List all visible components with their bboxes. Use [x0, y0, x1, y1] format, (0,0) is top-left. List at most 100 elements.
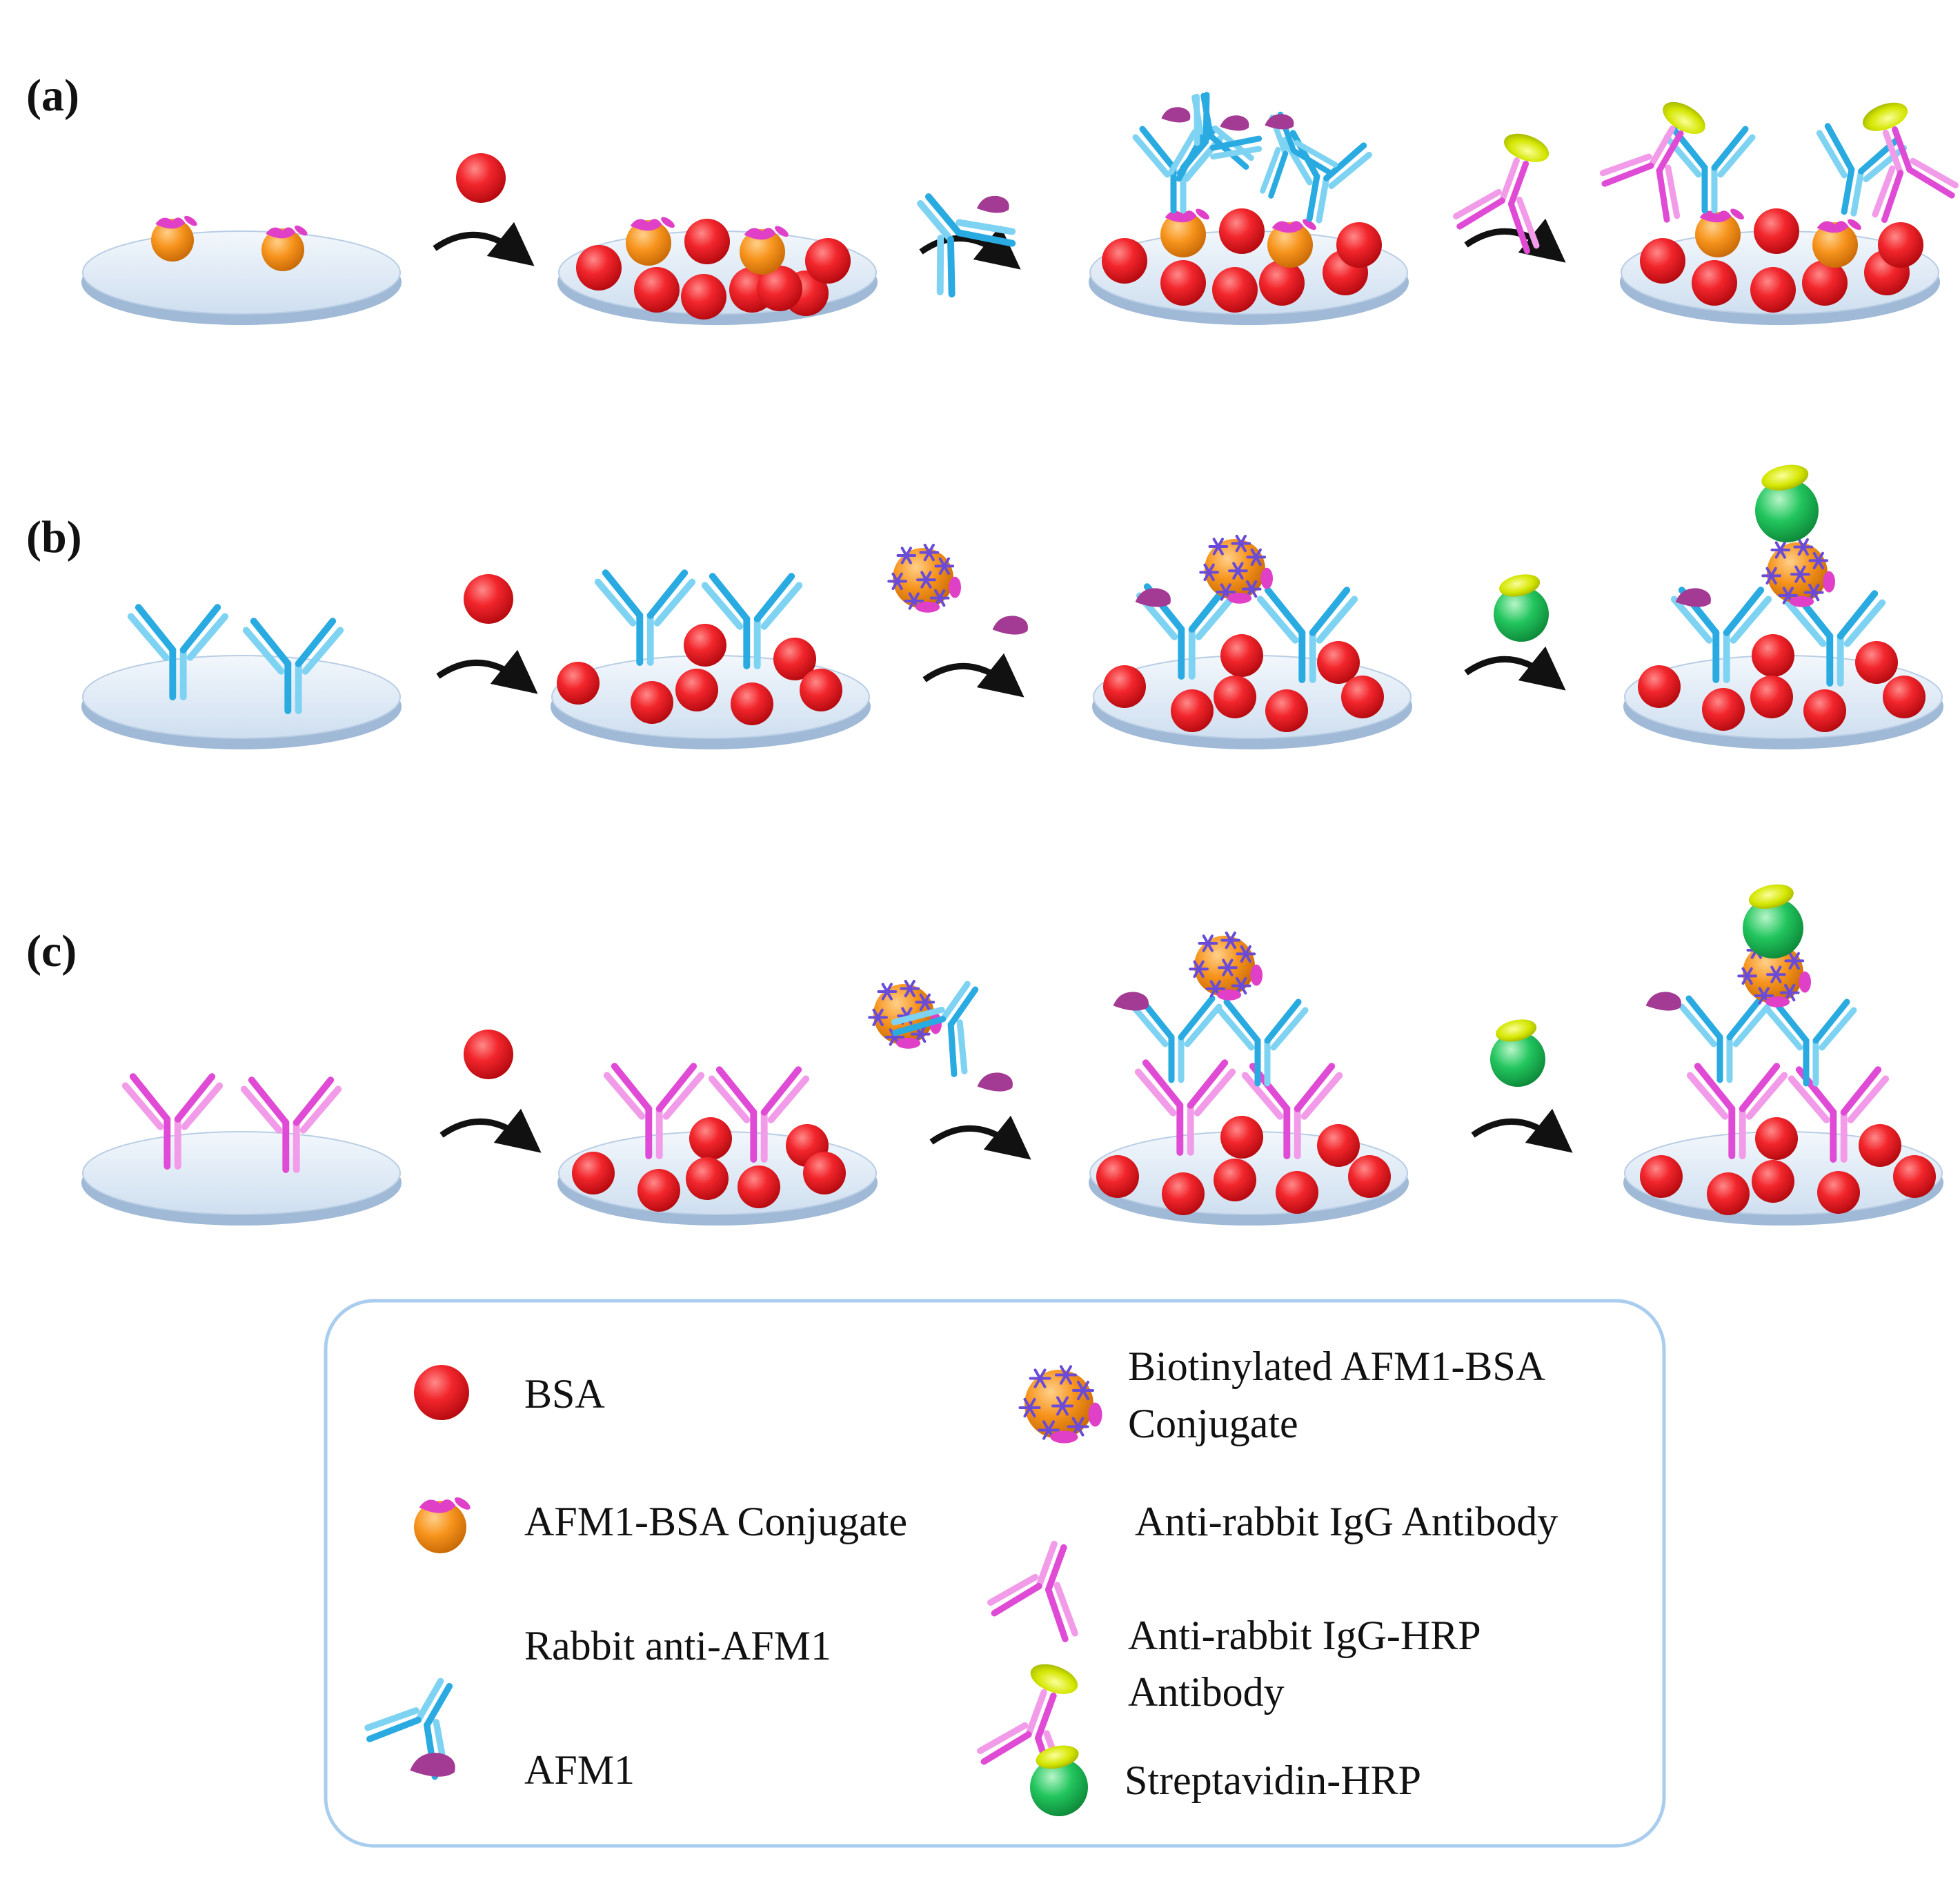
- bsa-sphere: [1220, 1116, 1263, 1159]
- step-arrow: [1464, 218, 1566, 263]
- bsa-sphere: [414, 1365, 469, 1420]
- step-arrow: [922, 653, 1024, 698]
- bsa-sphere: [1707, 1172, 1750, 1215]
- bsa-sphere: [1752, 1160, 1794, 1203]
- afm1-bsa-conjugate: [626, 217, 675, 266]
- plate: [81, 230, 402, 325]
- afm1-bsa-conjugate: [1812, 219, 1861, 268]
- antibody: [127, 604, 229, 700]
- legend-icons: [364, 1365, 1102, 1816]
- bsa-sphere: [1336, 222, 1382, 268]
- step-arrow: [1471, 1108, 1573, 1153]
- bsa-sphere: [738, 1165, 780, 1208]
- biotinylated-conjugate: [1761, 538, 1835, 607]
- antibody: [240, 1076, 342, 1173]
- bsa-sphere: [1817, 1171, 1860, 1214]
- bsa-sphere: [689, 1117, 732, 1160]
- bsa-sphere: [1276, 1171, 1318, 1214]
- panel-label-a: (a): [26, 70, 79, 121]
- biotinylated-conjugate: [868, 979, 942, 1049]
- bsa-sphere: [1162, 1172, 1205, 1215]
- antibody: [987, 1540, 1078, 1642]
- afm1-molecule: [977, 195, 1009, 213]
- bsa-sphere: [1883, 676, 1926, 718]
- bsa-sphere: [684, 219, 730, 264]
- step-arrow: [436, 649, 538, 694]
- antibody: [1788, 1066, 1890, 1163]
- bsa-sphere: [1702, 688, 1745, 731]
- anti-rabbit-igg-hrp-antibody: [1862, 102, 1959, 224]
- afm1-bsa-conjugate: [151, 215, 197, 262]
- bsa-sphere: [572, 1152, 615, 1194]
- bsa-sphere: [1640, 238, 1685, 284]
- antibody: [594, 569, 696, 666]
- antibody: [917, 193, 1016, 298]
- afm1-molecule: [1265, 114, 1294, 130]
- molecules-layer: [121, 92, 1959, 1215]
- bsa-sphere: [1750, 267, 1796, 313]
- legend-label-bsa: BSA: [524, 1371, 605, 1417]
- bsa-sphere: [1878, 222, 1923, 268]
- afm1-bsa-conjugate: [261, 225, 308, 271]
- biotinylated-conjugate: [1189, 931, 1263, 1001]
- antibody: [891, 981, 979, 1077]
- antibody: [1241, 1063, 1343, 1159]
- bsa-sphere: [1755, 1117, 1798, 1160]
- bsa-sphere: [464, 574, 513, 624]
- antibody: [1281, 130, 1372, 224]
- plates-layer: [81, 230, 1943, 1226]
- streptavidin-hrp: [1494, 574, 1549, 642]
- afm1-bsa-conjugate: [1160, 208, 1209, 257]
- step-arrow: [919, 225, 1021, 270]
- anti-rabbit-igg-hrp-antibody: [1599, 101, 1705, 223]
- bsa-sphere: [1752, 634, 1794, 677]
- bsa-sphere: [1317, 641, 1360, 684]
- bsa-sphere: [1754, 208, 1799, 254]
- bsa-sphere: [805, 238, 851, 284]
- streptavidin-hrp: [1755, 464, 1819, 542]
- bsa-sphere: [557, 662, 600, 705]
- bsa-sphere: [1341, 676, 1384, 718]
- biotinylated-conjugate: [1018, 1365, 1102, 1444]
- antibody: [1256, 587, 1358, 683]
- step-arrow: [1464, 646, 1566, 691]
- antibody: [1765, 998, 1857, 1087]
- bsa-sphere: [1692, 260, 1737, 306]
- bsa-sphere: [1802, 260, 1848, 306]
- bsa-sphere: [1750, 676, 1793, 718]
- bsa-sphere: [684, 624, 726, 667]
- bsa-sphere: [773, 638, 816, 680]
- legend-label-biotinylated-conjugate-line2: Conjugate: [1128, 1401, 1298, 1446]
- bsa-sphere: [631, 681, 673, 724]
- step-arrow: [433, 222, 535, 266]
- afm1-bsa-conjugate: [1267, 219, 1316, 268]
- bsa-sphere: [1171, 689, 1214, 732]
- legend-box: [324, 1299, 1666, 1848]
- bsa-sphere: [800, 669, 842, 711]
- bsa-sphere: [681, 274, 726, 319]
- bsa-sphere: [1103, 665, 1146, 708]
- legend-label-anti-rabbit-igg: Anti-rabbit IgG Antibody: [1135, 1499, 1558, 1544]
- legend-label-biotinylated-conjugate-line1: Biotinylated AFM1-BSA: [1128, 1344, 1545, 1389]
- biotinylated-conjugate: [1199, 534, 1273, 604]
- bsa-sphere: [1102, 238, 1147, 284]
- bsa-sphere: [1219, 208, 1265, 254]
- afm1-molecule: [1113, 992, 1149, 1011]
- antibody: [1134, 1059, 1236, 1156]
- bsa-sphere: [464, 1030, 513, 1079]
- antibody: [1670, 587, 1772, 683]
- legend-label-streptavidin-hrp: Streptavidin-HRP: [1125, 1758, 1421, 1803]
- antibody: [1686, 1063, 1788, 1159]
- antibody: [1176, 92, 1263, 182]
- bsa-sphere: [1803, 689, 1846, 732]
- legend-label-rabbit-anti-afm1: Rabbit anti-AFM1: [524, 1623, 831, 1669]
- bsa-sphere: [675, 669, 718, 711]
- bsa-sphere: [576, 245, 622, 291]
- afm1-molecule: [1220, 115, 1249, 131]
- bsa-sphere: [731, 682, 773, 725]
- bsa-sphere: [634, 267, 680, 313]
- streptavidin-hrp: [1743, 884, 1803, 958]
- step-arrow: [929, 1115, 1031, 1160]
- antibody: [121, 1073, 224, 1170]
- afm1-molecule: [977, 1072, 1013, 1092]
